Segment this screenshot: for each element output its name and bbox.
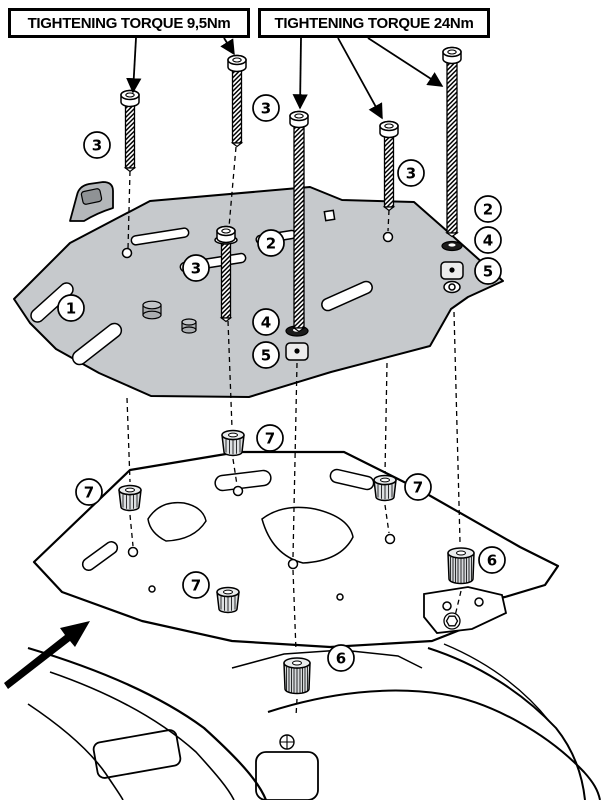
svg-text:1: 1 [66, 300, 76, 318]
svg-text:3: 3 [191, 260, 201, 278]
svg-text:7: 7 [84, 484, 94, 502]
svg-text:5: 5 [261, 347, 271, 365]
callout-7: 7 [256, 424, 284, 452]
rack-bracket [423, 586, 508, 634]
spacer-bushing [221, 429, 245, 457]
plate-square-hole [323, 209, 336, 222]
callout-4: 4 [474, 226, 502, 254]
rack-hole [336, 593, 344, 601]
plate-hole [382, 231, 394, 243]
label-pointer-arrows [126, 37, 444, 120]
rack-cutout [147, 501, 207, 542]
svg-text:7: 7 [265, 430, 275, 448]
callout-5: 5 [252, 341, 280, 369]
svg-text:2: 2 [483, 201, 493, 219]
rack-cutout [329, 468, 375, 491]
large-bushing [283, 657, 311, 695]
mount-hole-cross [279, 734, 295, 750]
motorcycle-tail [27, 643, 601, 800]
callout-5: 5 [474, 257, 502, 285]
screw-medium [227, 54, 247, 148]
svg-text:6: 6 [487, 552, 497, 570]
callout-3: 3 [182, 254, 210, 282]
callout-7: 7 [75, 478, 103, 506]
plate-post [181, 318, 197, 334]
plate-post [142, 300, 162, 320]
rack-hole [127, 546, 139, 558]
screw-long-24nm [289, 110, 309, 333]
callout-6: 6 [327, 644, 355, 672]
direction-arrow [4, 621, 90, 689]
torque-label-24nm: TIGHTENING TORQUE 24Nm [258, 8, 490, 38]
rack-cutout [261, 506, 354, 564]
spacer-bushing [216, 586, 240, 614]
svg-text:4: 4 [261, 314, 271, 332]
rubber-pad [285, 342, 309, 361]
callout-7: 7 [404, 473, 432, 501]
large-bushing [447, 547, 475, 585]
callout-3: 3 [252, 94, 280, 122]
plate-slot [321, 280, 373, 312]
callout-2: 2 [474, 195, 502, 223]
callout-3: 3 [397, 159, 425, 187]
plate-corner-bracket [69, 181, 114, 222]
bracket-hex-bolt [443, 612, 461, 630]
callout-6: 6 [478, 546, 506, 574]
svg-text:6: 6 [336, 650, 346, 668]
callout-2: 2 [257, 229, 285, 257]
svg-text:3: 3 [92, 137, 102, 155]
callouts-layer: 3 3 2 3 2 4 5 1 3 4 5 7 7 7 7 6 6 [57, 94, 506, 672]
tail-panel [255, 751, 319, 800]
svg-text:5: 5 [483, 263, 493, 281]
callout-1: 1 [57, 294, 85, 322]
plate-slot [71, 322, 123, 366]
callout-3: 3 [83, 131, 111, 159]
svg-text:7: 7 [413, 479, 423, 497]
assembly-axis-lines [126, 146, 462, 717]
rack-cutout [214, 469, 272, 492]
spacer-bushing [373, 474, 397, 502]
spacer-bushing [118, 484, 142, 512]
rack-hole [384, 533, 396, 545]
rack-hole [148, 585, 156, 593]
rubber-pad [440, 261, 464, 280]
screw-medium [379, 120, 399, 212]
screw-through-plate [214, 225, 238, 323]
luggage-rack [32, 450, 560, 649]
plate-slot [130, 227, 190, 246]
svg-text:3: 3 [406, 165, 416, 183]
rack-hole [232, 485, 244, 497]
tail-vent [92, 729, 182, 779]
torque-label-9-5nm: TIGHTENING TORQUE 9,5Nm [8, 8, 250, 38]
plate-hole [121, 247, 133, 259]
svg-text:7: 7 [191, 577, 201, 595]
rack-hole [287, 558, 299, 570]
svg-text:3: 3 [261, 100, 271, 118]
screw-short [120, 89, 140, 173]
washer [441, 240, 463, 252]
plate-slot [30, 282, 74, 323]
screw-longest-24nm [442, 46, 462, 238]
callout-7: 7 [182, 571, 210, 599]
plate-corner-hole [443, 280, 461, 294]
svg-text:2: 2 [266, 235, 276, 253]
callout-4: 4 [252, 308, 280, 336]
svg-text:4: 4 [483, 232, 493, 250]
rack-cutout [81, 541, 119, 571]
